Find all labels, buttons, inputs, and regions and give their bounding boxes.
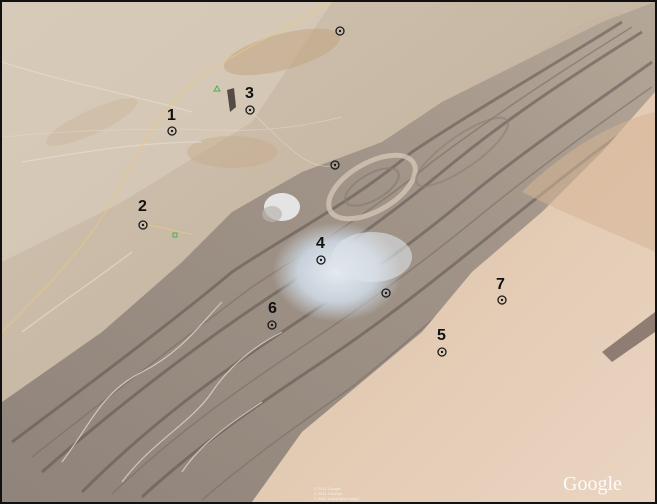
placemark-icon[interactable]: [381, 288, 391, 298]
svg-text:© 2011 Google: © 2011 Google: [314, 486, 341, 491]
svg-text:© 2011 GeoEye: © 2011 GeoEye: [314, 491, 343, 496]
site-label: 3: [245, 85, 254, 102]
placemark-icon[interactable]: [335, 26, 345, 36]
site-marker-7[interactable]: 7: [496, 276, 507, 305]
site-label: 2: [138, 198, 147, 215]
placemark-icon[interactable]: [330, 160, 340, 170]
google-logo: Google: [563, 473, 622, 495]
site-label: 6: [268, 300, 277, 317]
site-label: 7: [496, 276, 505, 293]
site-marker-3[interactable]: 3: [245, 85, 255, 115]
site-label: 5: [437, 327, 446, 344]
site-marker-4[interactable]: 4: [316, 235, 326, 265]
site-marker-6[interactable]: 6: [267, 300, 277, 330]
svg-text:© 2011 Cnes/Spot Image: © 2011 Cnes/Spot Image: [314, 496, 359, 501]
imagery-credits: © 2011 Google © 2011 GeoEye © 2011 Cnes/…: [314, 486, 359, 501]
site-label: 1: [167, 107, 176, 124]
site-label: 4: [316, 235, 325, 252]
site-marker-2[interactable]: 2: [138, 198, 148, 230]
site-marker-5[interactable]: 5: [437, 327, 447, 357]
site-marker-1[interactable]: 1: [167, 107, 177, 136]
